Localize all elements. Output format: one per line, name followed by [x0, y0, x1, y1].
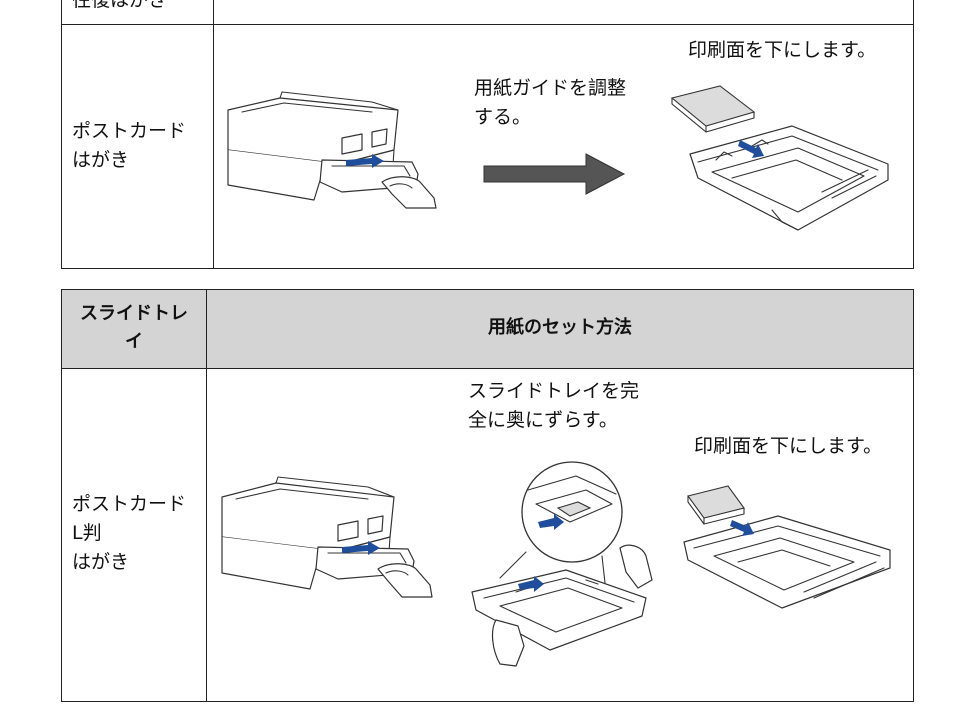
table2-header-loading-method: 用紙のセット方法 — [488, 317, 632, 338]
table2-row-label: ポストカード L判 はがき — [72, 493, 187, 573]
table2-column-divider — [206, 289, 207, 702]
table1-top-row-label: 往復はがき — [72, 0, 168, 11]
slide-tray-push-illustration — [471, 461, 653, 667]
table2-header-slide-tray: スライドトレ イ — [80, 303, 188, 352]
table1-column-divider — [213, 0, 214, 269]
table1-row-label: ポストカード はがき — [72, 120, 187, 171]
printer-tray-pull-illustration-2 — [221, 476, 433, 598]
tray-with-paper-illustration-2 — [683, 485, 891, 609]
table1-note-text: 印刷面を下にします。 — [688, 39, 877, 61]
table1-step-text: 用紙ガイドを調整 する。 — [474, 77, 627, 128]
table2-note-text: 印刷面を下にします。 — [694, 435, 883, 457]
printer-tray-pull-illustration — [227, 91, 437, 209]
table2-header-divider — [61, 368, 914, 369]
table2-step-text: スライドトレイを完 全に奥にずらす。 — [468, 380, 640, 431]
paper-loading-table-2 — [61, 289, 914, 702]
arrow-right-icon — [483, 153, 626, 195]
table2-header-row — [62, 290, 913, 368]
tray-with-paper-illustration — [670, 85, 889, 231]
paper-loading-table-1 — [61, 0, 914, 269]
table1-row-divider — [61, 24, 914, 25]
